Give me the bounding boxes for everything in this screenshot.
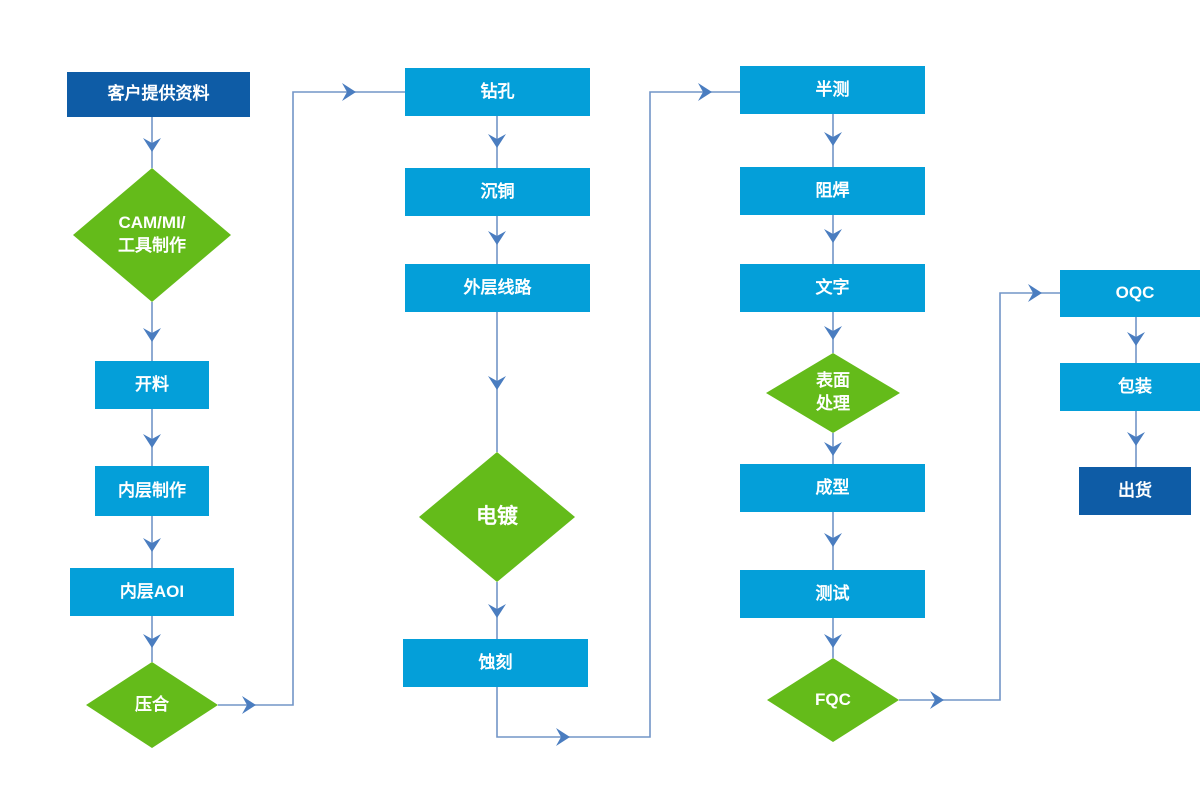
node-label: 内层制作	[118, 480, 186, 500]
node-label: 蚀刻	[478, 652, 513, 672]
node-oqc: OQC	[1060, 270, 1200, 317]
node-lamination: 压合	[86, 662, 218, 748]
node-inner-layer: 内层制作	[95, 466, 209, 516]
node-copper-deposition: 沉铜	[405, 168, 590, 216]
node-surface-finish: 表面 处理	[766, 353, 900, 433]
node-shipment: 出货	[1079, 467, 1191, 515]
node-cutting: 开料	[95, 361, 209, 409]
node-drilling: 钻孔	[405, 68, 590, 116]
node-label: 开料	[135, 374, 169, 394]
node-label: 外层线路	[463, 277, 532, 297]
node-label: 客户提供资料	[107, 84, 210, 104]
node-packing: 包装	[1060, 363, 1200, 411]
node-label: 压合	[135, 694, 169, 714]
node-label: 钻孔	[480, 81, 515, 101]
flow-lines	[151, 91, 1137, 738]
node-cam-mi-tooling: CAM/MI/ 工具制作	[73, 168, 231, 302]
node-inner-aoi: 内层AOI	[70, 568, 234, 616]
node-label: 半测	[815, 79, 850, 99]
node-label: 电镀	[476, 504, 518, 528]
node-label: 出货	[1118, 480, 1152, 500]
node-etching: 蚀刻	[403, 639, 588, 687]
node-forming: 成型	[740, 464, 925, 512]
node-outer-circuit: 外层线路	[405, 264, 590, 312]
node-label: 内层AOI	[119, 581, 185, 601]
node-label: 阻焊	[815, 180, 850, 200]
node-label: 测试	[815, 583, 850, 603]
node-label: 表面 处理	[816, 371, 850, 413]
node-customer-data: 客户提供资料	[67, 72, 250, 117]
node-fqc: FQC	[767, 658, 899, 742]
node-label: FQC	[815, 689, 851, 709]
node-testing: 测试	[740, 570, 925, 618]
node-label: 包装	[1118, 376, 1152, 396]
node-label: 文字	[815, 277, 850, 297]
node-label: 沉铜	[480, 181, 515, 201]
node-silkscreen: 文字	[740, 264, 925, 312]
node-label: CAM/MI/ 工具制作	[118, 213, 186, 255]
node-label: OQC	[1115, 283, 1155, 303]
node-half-test: 半测	[740, 66, 925, 114]
node-solder-mask: 阻焊	[740, 167, 925, 215]
arrow-heads	[143, 83, 1145, 746]
node-plating: 电镀	[419, 452, 575, 582]
node-label: 成型	[815, 477, 850, 497]
